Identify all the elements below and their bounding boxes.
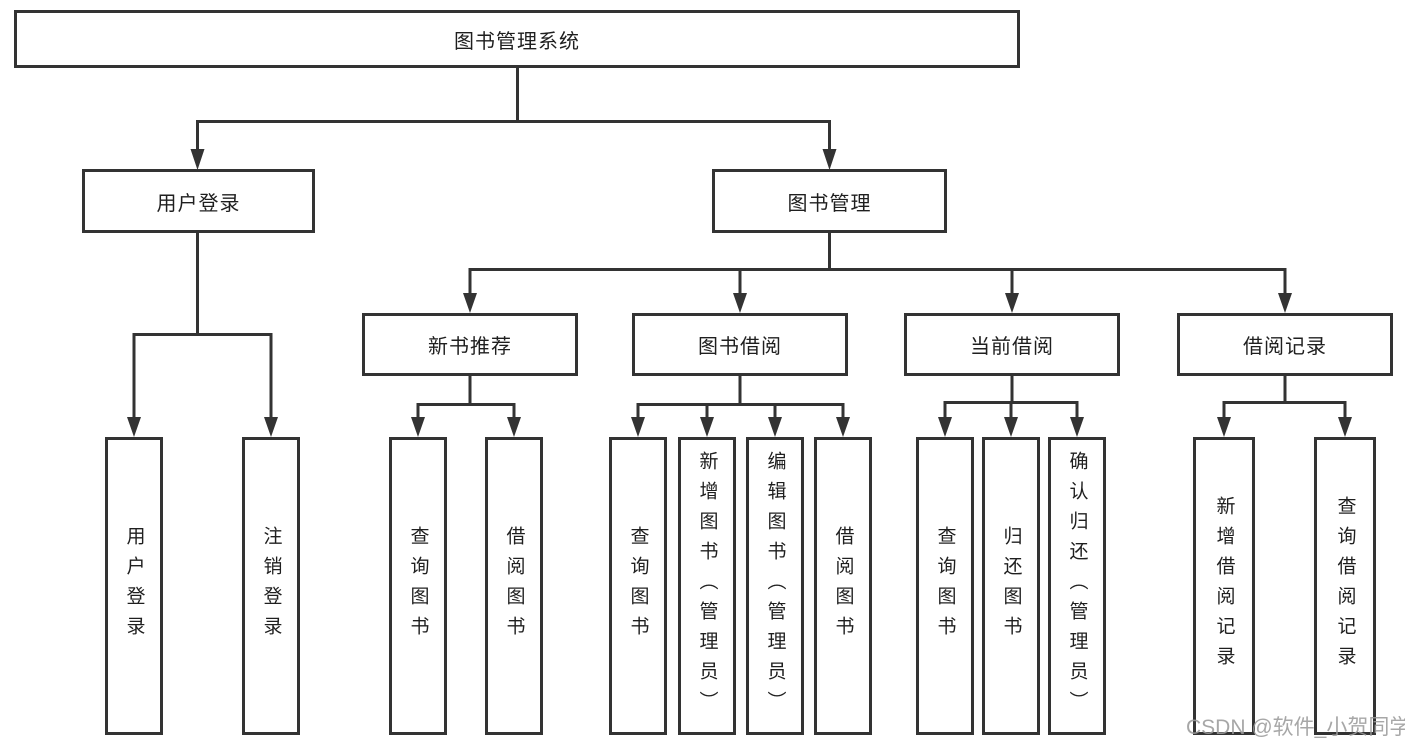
node-label: 新书推荐 [428,336,512,358]
node-user-login: 用户登录 [82,169,315,233]
arrow-down-icon [700,417,714,437]
leaf-query-books-1: 查询图书 [389,437,447,735]
node-label: 用户登录 [123,526,145,646]
connector-bookmgmt-to-level3 [463,231,1292,313]
connector-root-to-level2 [190,66,837,170]
leaf-query-books-3: 查询图书 [916,437,974,735]
arrow-down-icon [463,293,477,313]
leaf-query-borrow-record: 查询借阅记录 [1314,437,1376,735]
node-label: 借阅记录 [1243,336,1327,358]
arrow-down-icon [938,417,952,437]
node-root-system: 图书管理系统 [14,10,1020,68]
node-label: 归还图书 [1000,526,1022,646]
arrow-down-icon [822,149,837,170]
node-label: 新增借阅记录 [1213,496,1235,676]
arrow-down-icon [507,417,521,437]
arrow-down-icon [1004,417,1018,437]
node-label: 借阅图书 [503,526,525,646]
leaf-user-login: 用户登录 [105,437,163,735]
node-label: 图书借阅 [698,336,782,358]
leaf-add-borrow-record: 新增借阅记录 [1193,437,1255,735]
leaf-edit-book-admin: 编辑图书（管理员） [746,437,804,735]
leaf-query-books-2: 查询图书 [609,437,667,735]
node-label: 用户登录 [156,192,241,215]
connector-newbooks-to-leaves [411,374,521,437]
csdn-watermark: CSDN @软件_小贺同学 [1186,716,1405,739]
leaf-logout: 注销登录 [242,437,300,735]
arrow-down-icon [1005,293,1019,313]
arrow-down-icon [411,417,425,437]
node-label: 查询借阅记录 [1334,496,1356,676]
node-label: 借阅图书 [832,526,854,646]
node-label: 新增图书（管理员） [696,451,718,721]
arrow-down-icon [1070,417,1084,437]
leaf-return-book: 归还图书 [982,437,1040,735]
node-label: 查询图书 [934,526,956,646]
arrow-down-icon [631,417,645,437]
leaf-borrow-books-1: 借阅图书 [485,437,543,735]
arrow-down-icon [1278,293,1292,313]
node-label: 图书管理系统 [454,30,580,53]
leaf-confirm-return-admin: 确认归还（管理员） [1048,437,1106,735]
node-label: 确认归还（管理员） [1066,451,1088,721]
node-borrow-records: 借阅记录 [1177,313,1393,376]
node-label: 查询图书 [407,526,429,646]
node-label: 查询图书 [627,526,649,646]
arrow-down-icon [733,293,747,313]
arrow-down-icon [127,417,141,437]
arrow-down-icon [190,149,205,170]
node-book-management: 图书管理 [712,169,947,233]
arrow-down-icon [836,417,850,437]
node-book-borrowing: 图书借阅 [632,313,848,376]
node-label: 注销登录 [260,526,282,646]
node-current-borrowing: 当前借阅 [904,313,1120,376]
node-label: 编辑图书（管理员） [764,451,786,721]
arrow-down-icon [264,417,278,437]
connector-userlogin-to-leaves [127,231,278,437]
node-label: 图书管理 [787,192,872,215]
leaf-add-book-admin: 新增图书（管理员） [678,437,736,735]
node-label: 当前借阅 [970,336,1054,358]
node-new-book-recommend: 新书推荐 [362,313,578,376]
connector-bookborrowing-to-leaves [631,374,850,437]
arrow-down-icon [1217,417,1231,437]
leaf-borrow-books-2: 借阅图书 [814,437,872,735]
connector-currentborrowing-to-leaves [938,374,1084,437]
arrow-down-icon [1338,417,1352,437]
arrow-down-icon [768,417,782,437]
connector-borrowrecords-to-leaves [1217,374,1352,437]
